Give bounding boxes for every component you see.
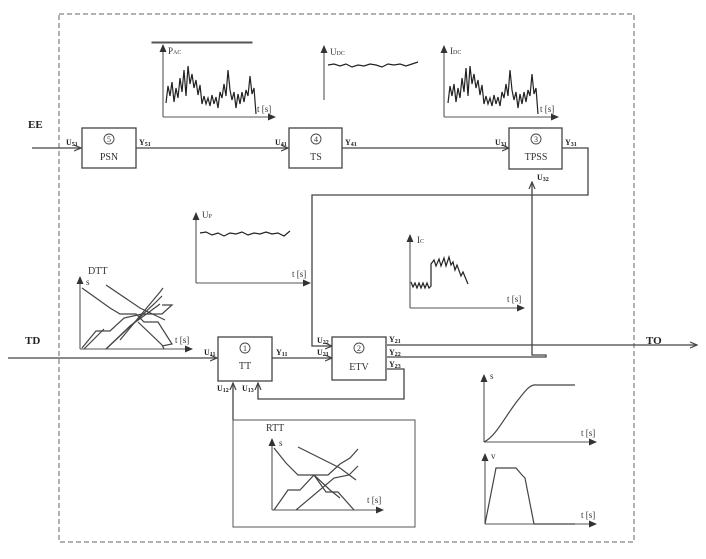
plot-idc: IDC t [s]	[440, 45, 559, 121]
block-number: 1	[243, 344, 247, 353]
block-label: TT	[239, 361, 251, 372]
plot-pac: PAC t [s]	[151, 41, 276, 121]
plot-idc-signal	[447, 65, 539, 115]
wires	[8, 148, 697, 420]
plot-dtt-ylabel: s	[86, 277, 90, 287]
plot-up-ylabel: UP	[202, 210, 213, 220]
plot-v-signal	[484, 467, 575, 525]
plot-v-curve: v t [s]	[481, 451, 597, 528]
plot-s-ylabel: s	[490, 371, 494, 381]
plot-up-signal	[199, 230, 291, 237]
block-number-circle	[239, 342, 251, 354]
plot-dtt: DTT s t [s]	[76, 266, 193, 353]
block-number-circle	[353, 342, 365, 354]
port-u21: U21	[317, 348, 329, 358]
port-y21: Y21	[389, 335, 401, 345]
port-u11: U11	[204, 348, 215, 358]
port-u13: U13	[242, 384, 254, 394]
block-label: TPSS	[525, 152, 548, 163]
block-psn[interactable]: 5 PSN	[81, 127, 137, 169]
plot-udc-signal	[327, 61, 419, 68]
plot-pac-xlabel: t [s]	[257, 104, 271, 114]
plot-up: UP t [s]	[192, 210, 311, 287]
block-etv[interactable]: 2 ETV	[331, 336, 387, 381]
plot-rtt-ylabel: s	[279, 438, 283, 448]
block-number: 4	[314, 135, 318, 144]
block-label: PSN	[100, 152, 118, 163]
wire-etv-tt-feedback	[258, 368, 405, 400]
plot-idc-ylabel: IDC	[450, 46, 461, 56]
block-ts[interactable]: 4 TS	[288, 127, 343, 169]
port-u12: U12	[217, 384, 229, 394]
plot-rtt-xlabel: t [s]	[367, 495, 381, 505]
wire-etv-tpss	[387, 182, 547, 358]
plot-dtt-xlabel: t [s]	[175, 335, 189, 345]
block-label: ETV	[349, 362, 369, 373]
port-u22: U22	[317, 336, 329, 346]
port-u41: U41	[275, 138, 287, 148]
port-u32: U32	[537, 173, 549, 183]
port-y11: Y11	[276, 348, 287, 358]
plot-up-xlabel: t [s]	[292, 269, 306, 279]
block-label: TS	[310, 152, 322, 163]
plot-idc-xlabel: t [s]	[540, 104, 554, 114]
block-tpss[interactable]: 3 TPSS	[508, 127, 563, 170]
block-number-circle	[310, 133, 322, 145]
plot-ic-ylabel: IC	[417, 235, 424, 245]
block-tt[interactable]: 1 TT	[217, 336, 273, 382]
block-number: 5	[107, 135, 111, 144]
block-number-circle	[103, 133, 115, 145]
external-ee-label: EE	[28, 119, 43, 131]
plot-v-ylabel: v	[491, 451, 496, 461]
port-y22: Y22	[389, 348, 401, 358]
plot-pac-signal	[165, 65, 257, 115]
block-number: 2	[357, 344, 361, 353]
block-number-circle	[530, 133, 542, 145]
plot-s-curve: s t [s]	[480, 371, 597, 446]
plot-v-xlabel: t [s]	[581, 510, 595, 520]
port-y23: Y23	[389, 360, 401, 370]
plot-udc: UDC	[320, 45, 419, 100]
port-y51: Y51	[139, 138, 151, 148]
plot-udc-ylabel: UDC	[330, 47, 345, 57]
plot-rtt-title: RTT	[266, 423, 284, 434]
plot-pac-ylabel: PAC	[168, 46, 181, 56]
port-y41: Y41	[345, 138, 357, 148]
plot-s-signal	[483, 384, 575, 443]
plot-ic-signal	[410, 254, 469, 290]
block-number: 3	[534, 135, 538, 144]
plot-s-xlabel: t [s]	[581, 428, 595, 438]
plot-rtt: RTT s t [s]	[232, 419, 416, 528]
port-u51: U51	[66, 138, 78, 148]
external-td-label: TD	[25, 335, 40, 347]
port-y31: Y31	[565, 138, 577, 148]
wire-tpss-etv	[311, 147, 589, 346]
plot-ic-xlabel: t [s]	[507, 294, 521, 304]
plot-dtt-title: DTT	[88, 266, 107, 277]
external-to-label: TO	[646, 335, 662, 347]
plot-ic: IC t [s]	[406, 234, 525, 312]
rtt-frame	[232, 419, 416, 528]
port-u31: U31	[495, 138, 507, 148]
